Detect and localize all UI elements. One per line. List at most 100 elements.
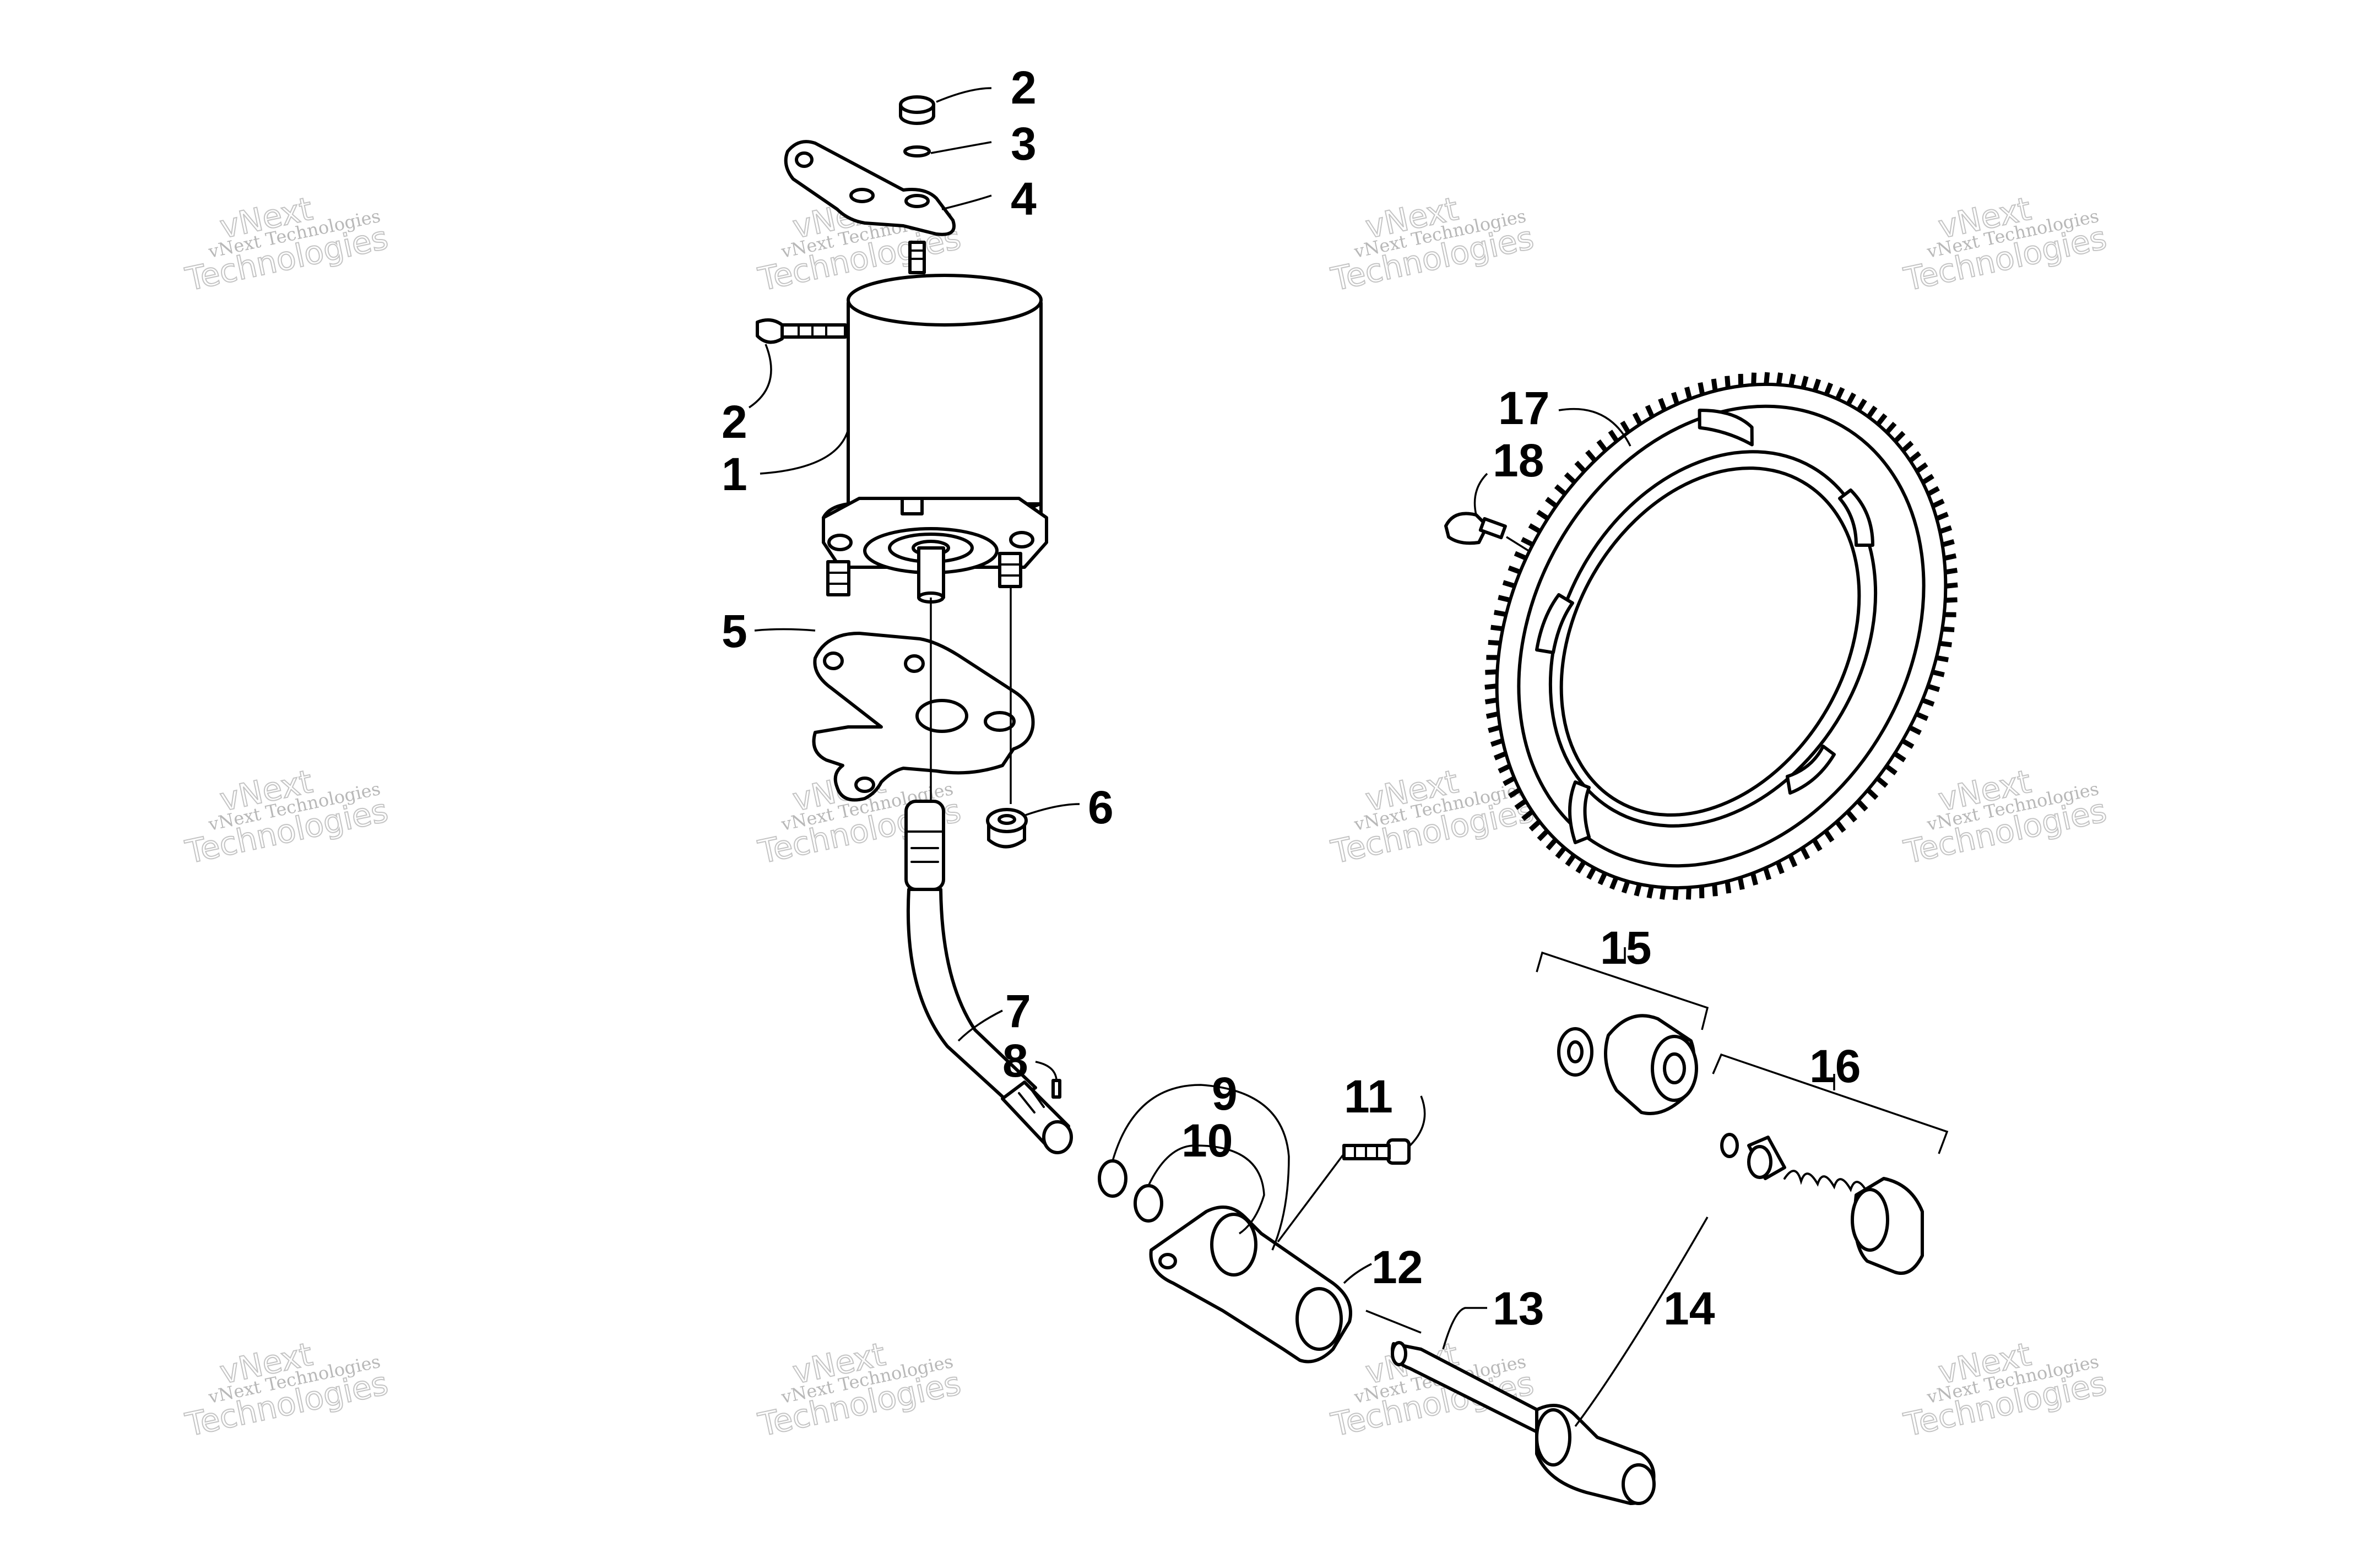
gear-tooth xyxy=(1597,872,1608,886)
gear-tooth xyxy=(1528,819,1542,832)
mounting-plate-part xyxy=(812,632,1035,802)
flat-screw-part xyxy=(1444,512,1507,545)
gear-tooth xyxy=(1927,486,1940,497)
callout-16: 16 xyxy=(1809,1040,1861,1092)
gear-tooth xyxy=(1931,498,1945,509)
callout-2-top: 2 xyxy=(1011,62,1037,113)
callout-8: 8 xyxy=(1002,1035,1028,1087)
gear-tooth xyxy=(1943,553,1957,561)
gear-tooth xyxy=(1776,372,1783,385)
stud-part xyxy=(908,241,926,274)
callout-14: 14 xyxy=(1663,1283,1715,1334)
gear-tooth xyxy=(1503,775,1516,786)
gear-tooth xyxy=(1659,887,1667,900)
pin-part xyxy=(1051,1079,1061,1099)
gear-tooth xyxy=(1901,441,1914,453)
callout-12: 12 xyxy=(1371,1241,1423,1293)
nut-top-part xyxy=(899,95,935,125)
side-bolt-part xyxy=(756,318,847,344)
gear-tooth xyxy=(1555,846,1567,859)
gear-tooth xyxy=(1484,683,1498,690)
gear-tooth xyxy=(1711,378,1718,392)
gear-tooth xyxy=(1801,376,1809,389)
gear-tooth xyxy=(1671,392,1680,405)
callout-13: 13 xyxy=(1493,1283,1544,1334)
gear-tooth xyxy=(1737,877,1745,890)
gear-tooth xyxy=(1901,739,1915,749)
gear-tooth xyxy=(1585,449,1597,463)
gear-tooth xyxy=(1875,776,1889,788)
callout-17: 17 xyxy=(1498,382,1549,434)
gear-tooth xyxy=(1823,829,1835,843)
gear-tooth xyxy=(1488,725,1501,734)
gear-tooth xyxy=(1514,551,1527,561)
gear-tooth xyxy=(1609,876,1619,890)
gear-tooth xyxy=(1698,382,1705,395)
gear-tooth xyxy=(1936,655,1949,663)
gear-tooth xyxy=(1575,860,1586,874)
gear-tooth xyxy=(1845,810,1857,823)
leader-lines xyxy=(749,87,1835,1427)
gear-tooth xyxy=(1921,474,1934,485)
gear-tooth xyxy=(1498,595,1511,603)
ring-gear-part xyxy=(1484,372,1958,900)
gear-tooth xyxy=(1565,854,1576,867)
gear-tooth xyxy=(1545,497,1558,508)
callout-5: 5 xyxy=(722,605,747,657)
gear-tooth xyxy=(1945,582,1958,589)
gear-tooth xyxy=(1915,712,1929,721)
gear-tooth xyxy=(1909,451,1922,463)
gear-tooth xyxy=(1893,431,1906,443)
callout-9: 9 xyxy=(1212,1068,1238,1120)
gear-tooth xyxy=(1596,439,1608,452)
callout-6: 6 xyxy=(1088,781,1114,833)
bolt-part xyxy=(1342,1138,1411,1165)
gear-tooth xyxy=(1856,799,1868,812)
gear-tooth xyxy=(1909,725,1922,735)
gear-tooth xyxy=(1800,846,1810,860)
gear-tooth xyxy=(1750,872,1758,886)
gear-tooth xyxy=(1502,580,1516,589)
gear-tooth xyxy=(1546,838,1558,851)
drive-housing-part xyxy=(1149,1206,1352,1364)
callout-10: 10 xyxy=(1181,1115,1233,1166)
gear-tooth xyxy=(1875,413,1888,426)
gear-tooth xyxy=(1490,625,1503,632)
gear-tooth xyxy=(1514,799,1527,810)
gear-tooth xyxy=(1493,751,1507,761)
gear-tooth xyxy=(1936,512,1949,521)
gear-tooth xyxy=(1672,887,1679,900)
gear-tooth xyxy=(1725,881,1732,894)
flex-tube-part xyxy=(904,800,1073,1154)
gear-tooth xyxy=(1685,887,1692,900)
gear-tooth xyxy=(1856,398,1867,412)
callout-2-side: 2 xyxy=(722,396,747,448)
gear-tooth xyxy=(1866,405,1878,419)
gear-tooth xyxy=(1846,392,1856,406)
flange-nut-part xyxy=(986,808,1028,849)
gear-tooth xyxy=(1932,669,1945,677)
callout-1: 1 xyxy=(722,448,747,500)
gear-tooth xyxy=(1921,698,1935,707)
bracket-part xyxy=(784,140,956,236)
gear-tooth xyxy=(1486,711,1499,719)
gear-tooth xyxy=(1885,421,1897,435)
gear-tooth xyxy=(1521,809,1534,821)
drive-shaft-part xyxy=(1391,1341,1656,1505)
gear-tooth xyxy=(1646,886,1654,899)
gear-tooth xyxy=(1927,683,1940,692)
washer-part xyxy=(903,145,931,158)
callout-7: 7 xyxy=(1005,985,1031,1037)
gear-tooth xyxy=(1620,420,1631,434)
gear-tooth xyxy=(1835,820,1846,833)
gear-tooth xyxy=(1493,610,1507,617)
gear-tooth xyxy=(1536,509,1549,521)
gear-tooth xyxy=(1939,640,1952,648)
